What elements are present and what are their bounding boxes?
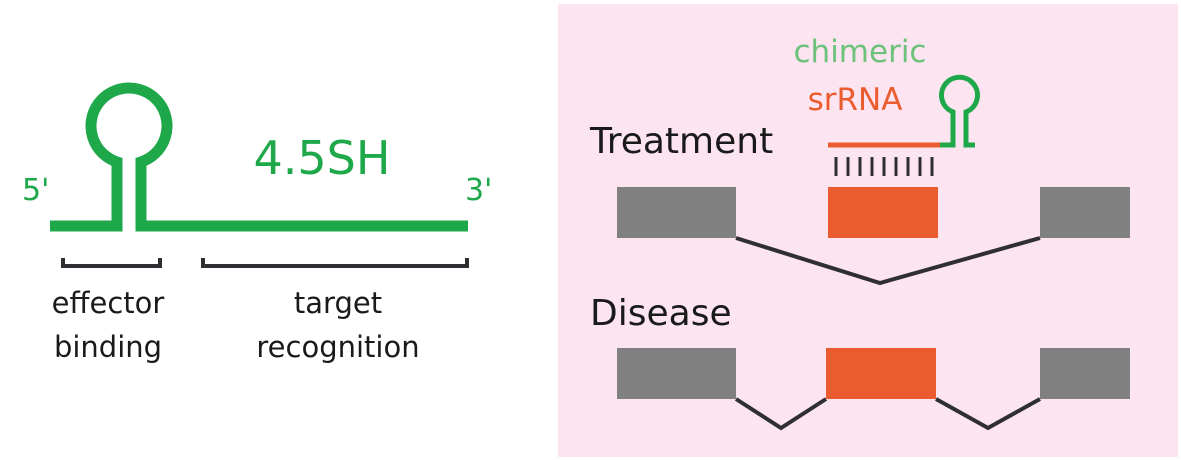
disease-splice-line-left (734, 397, 828, 431)
disease-splice-line-right (935, 397, 1041, 431)
left-panel: 4.5SH 5' 3' effector binding target reco… (22, 82, 492, 364)
effector-label-line2: binding (54, 330, 162, 364)
treatment-splice-line (735, 236, 1041, 286)
three-prime-label: 3' (465, 173, 492, 208)
target-bracket (201, 258, 469, 268)
right-panel: chimeric srRNA Treatment Disease (558, 4, 1178, 457)
chimeric-label: chimeric (794, 34, 927, 70)
disease-exon-right (1040, 348, 1130, 399)
disease-exon-middle (826, 348, 936, 399)
disease-label: Disease (590, 293, 732, 334)
target-label-line2: recognition (256, 330, 419, 364)
treatment-exon-right (1040, 187, 1130, 238)
effector-label-line1: effector (52, 286, 165, 320)
chimeric-srrna-hairpin (828, 74, 980, 148)
effector-bracket (61, 258, 162, 268)
treatment-exon-left (617, 187, 736, 238)
base-pairing-lines (834, 157, 934, 176)
rna-hairpin-structure (50, 82, 468, 232)
treatment-label: Treatment (589, 121, 773, 162)
treatment-exon-middle (828, 187, 938, 238)
srrna-label: srRNA (808, 82, 903, 118)
five-prime-label: 5' (22, 173, 49, 208)
disease-exon-left (617, 348, 736, 399)
target-label-line1: target (294, 286, 382, 320)
rna-name-label: 4.5SH (254, 131, 391, 185)
